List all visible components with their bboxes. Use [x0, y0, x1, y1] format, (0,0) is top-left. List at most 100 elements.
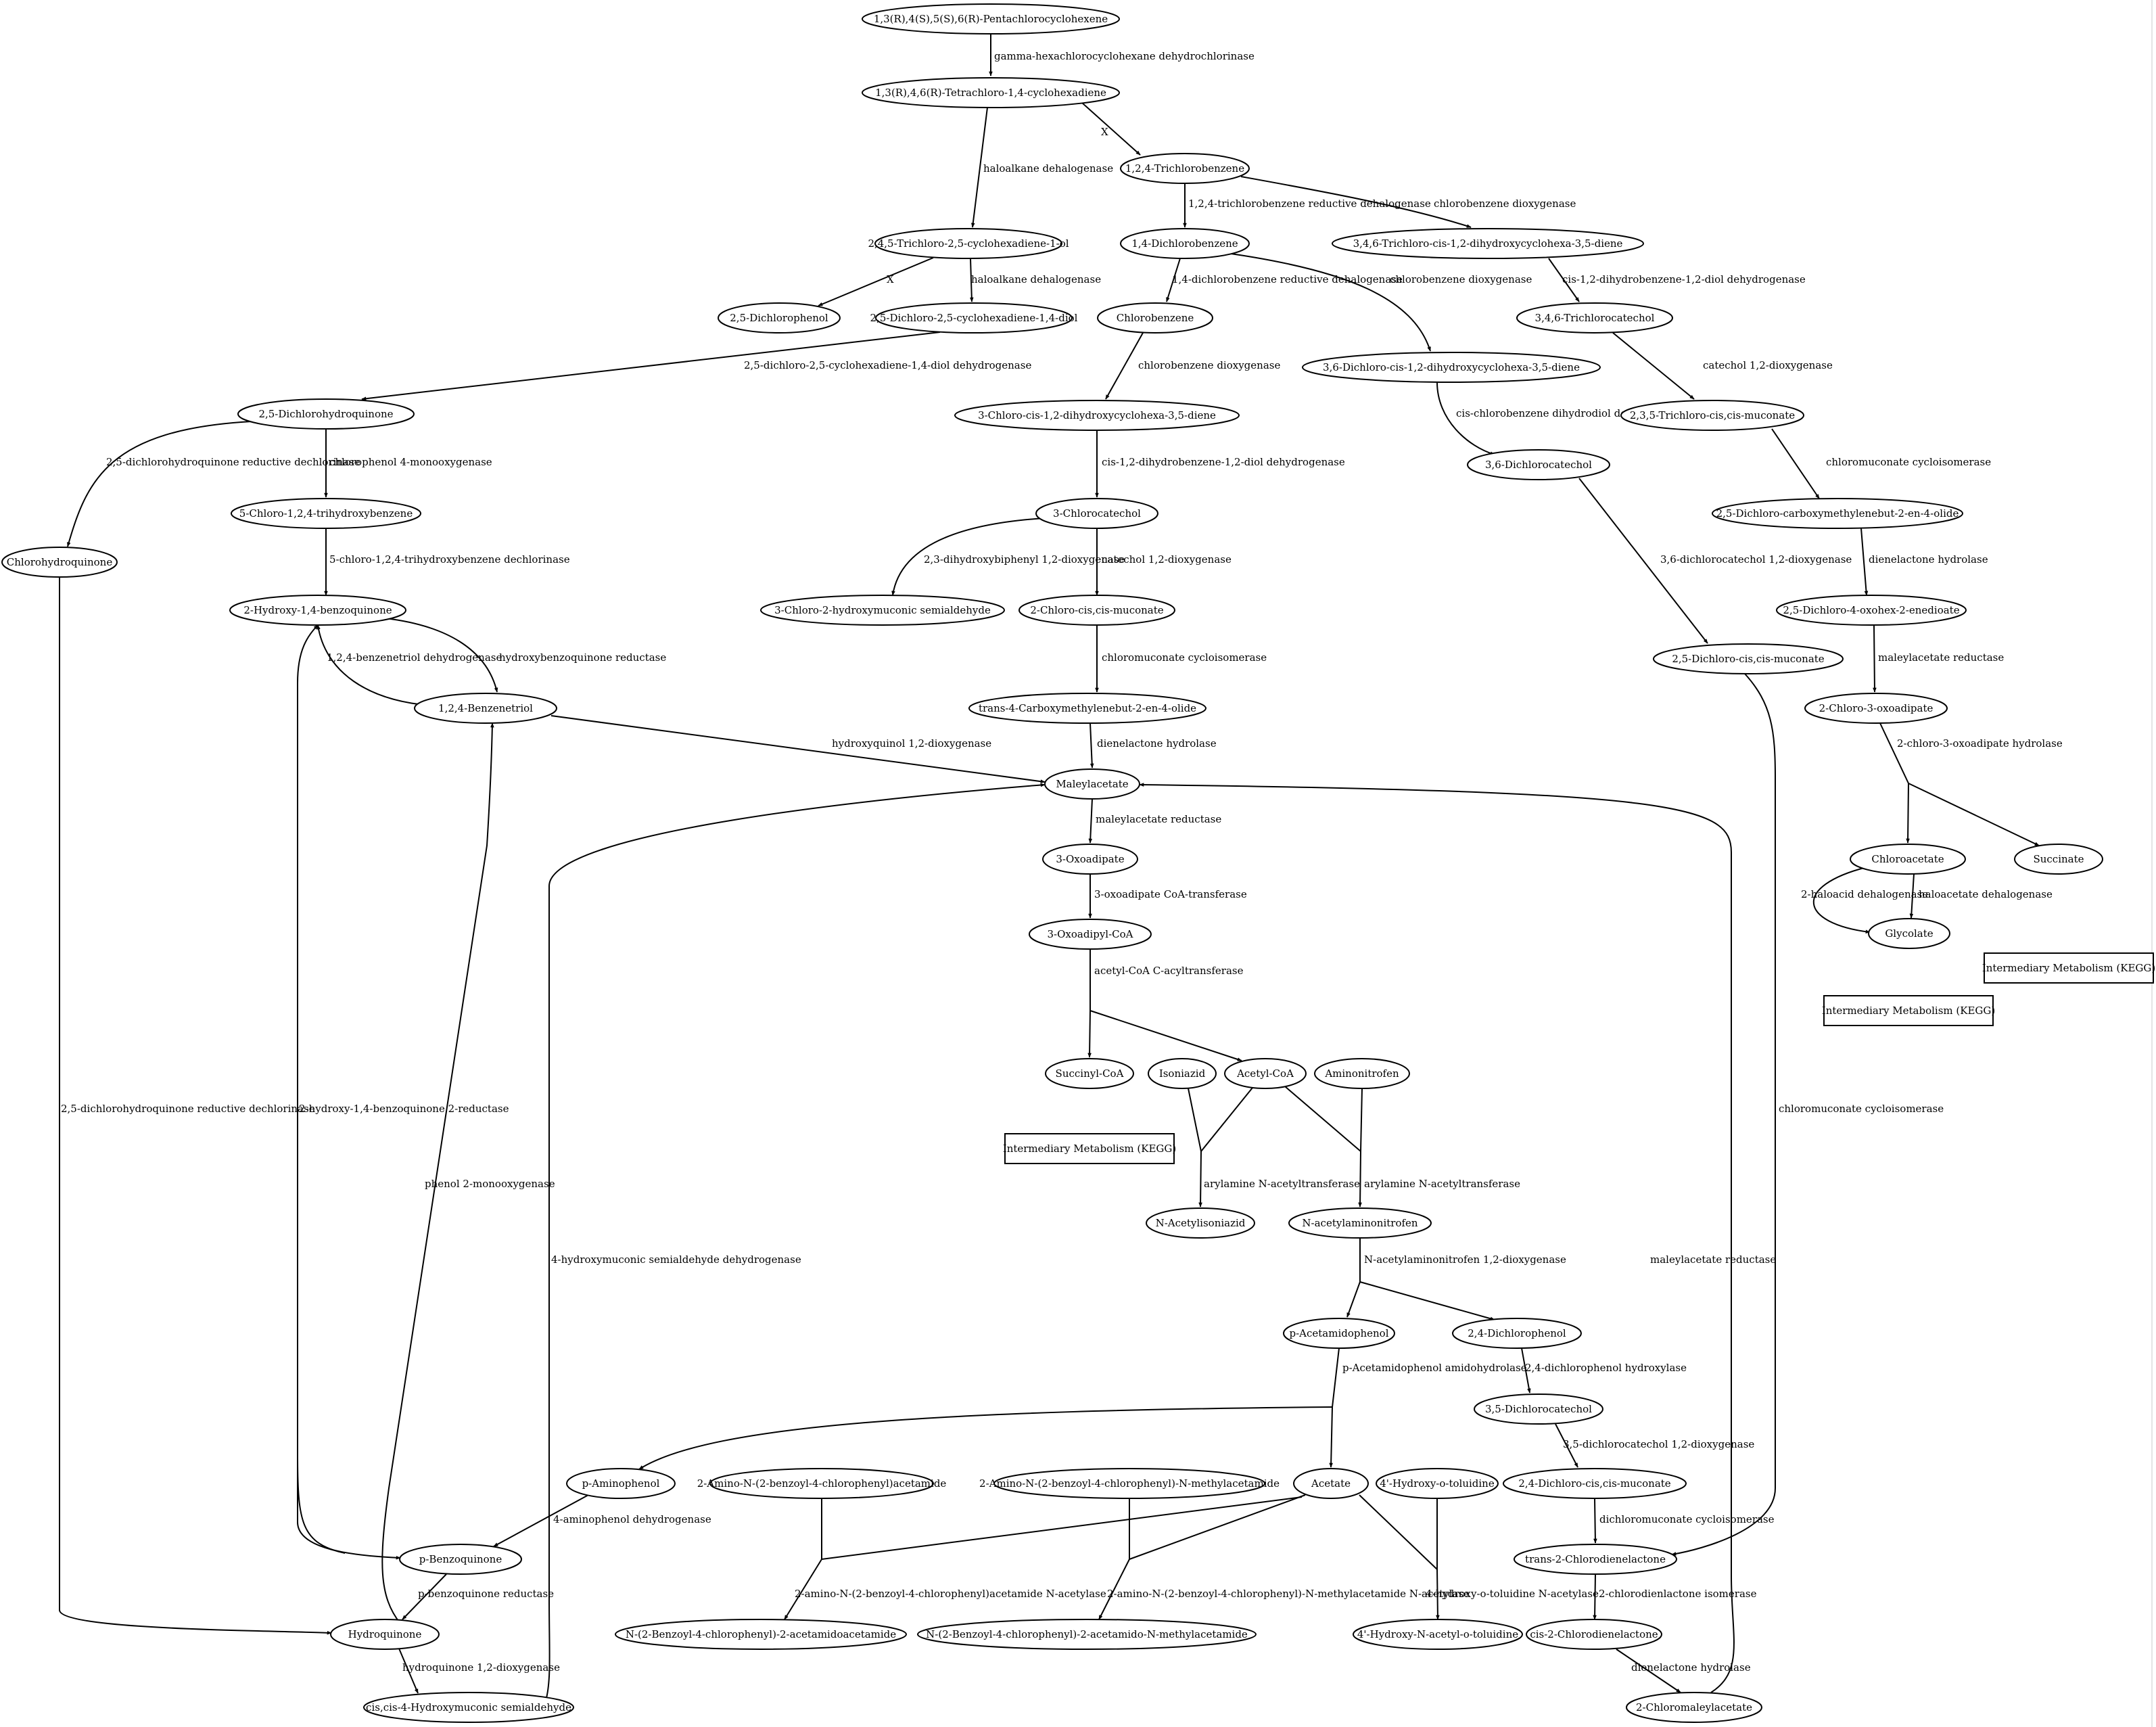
- compound-node[interactable]: Succinyl-CoA: [1045, 1058, 1134, 1089]
- compound-node[interactable]: 2,4-Dichlorophenol: [1452, 1318, 1582, 1349]
- node-ellipse: [1516, 302, 1673, 333]
- compound-node[interactable]: 1,3(R),4,6(R)-Tetrachloro-1,4-cyclohexad…: [862, 77, 1120, 108]
- compound-node[interactable]: 2,4-Dichloro-cis,cis-muconate: [1503, 1468, 1687, 1499]
- compound-node[interactable]: Aminonitrofen: [1314, 1058, 1410, 1089]
- edge-e27: [1873, 624, 1877, 693]
- compound-node[interactable]: Acetyl-CoA: [1224, 1058, 1307, 1089]
- node-ellipse: [862, 3, 1120, 34]
- edge-e44c: [1359, 1281, 1495, 1320]
- compound-node[interactable]: Acetate: [1293, 1468, 1369, 1499]
- compound-node[interactable]: 3-Oxoadipate: [1042, 844, 1138, 875]
- edge-label-e55: hydroquinone 1,2-dioxygenase: [402, 1661, 560, 1674]
- node-ellipse: [1293, 1468, 1369, 1499]
- compound-node[interactable]: 3,5-Dichlorocatechol: [1474, 1394, 1603, 1425]
- compound-node[interactable]: 2,5-Dichloro-cis,cis-muconate: [1653, 643, 1844, 674]
- compound-node[interactable]: 3-Oxoadipyl-CoA: [1029, 919, 1152, 950]
- edge-e53: [1359, 1494, 1438, 1570]
- compound-node[interactable]: 2-Amino-N-(2-benzoyl-4-chlorophenyl)-N-m…: [979, 1468, 1280, 1499]
- edge-e39b: [1200, 1087, 1253, 1152]
- edge-label-e13: catechol 1,2-dioxygenase: [1703, 359, 1833, 371]
- pathway-box-node[interactable]: Intermediary Metabolism (KEGG): [1822, 995, 1995, 1026]
- compound-node[interactable]: p-Acetamidophenol: [1283, 1318, 1395, 1349]
- compound-node[interactable]: 2,5-Dichlorophenol: [718, 302, 841, 333]
- compound-node[interactable]: 2,4,5-Trichloro-2,5-cyclohexadiene-1-ol: [868, 228, 1069, 259]
- node-label: 3,5-Dichlorocatechol: [1485, 1403, 1592, 1415]
- compound-node[interactable]: 3-Chloro-2-hydroxymuconic semialdehyde: [760, 595, 1005, 626]
- edge-e7: [970, 258, 974, 302]
- node-ellipse: [1288, 1207, 1432, 1239]
- node-ellipse: [1146, 1207, 1255, 1239]
- compound-node[interactable]: 2,5-Dichloro-4-oxohex-2-enedioate: [1776, 595, 1967, 626]
- node-ellipse: [1, 547, 118, 578]
- compound-node[interactable]: 1,2,4-Benzenetriol: [414, 693, 557, 724]
- compound-node[interactable]: 2-Chloro-cis,cis-muconate: [1018, 595, 1175, 626]
- compound-node[interactable]: 3-Chloro-cis-1,2-dihydroxycyclohexa-3,5-…: [954, 400, 1240, 431]
- compound-node[interactable]: 3,6-Dichloro-cis-1,2-dihydroxycyclohexa-…: [1302, 352, 1601, 383]
- pathway-box-node[interactable]: Intermediary Metabolism (KEGG): [1982, 952, 2155, 984]
- compound-node[interactable]: 2,5-Dichlorohydroquinone: [237, 398, 415, 430]
- compound-node[interactable]: Hydroquinone: [330, 1619, 440, 1650]
- compound-node[interactable]: 2,5-Dichloro-carboxymethylenebut-2-en-4-…: [1712, 498, 1963, 529]
- compound-node[interactable]: Chlorohydroquinone: [1, 547, 118, 578]
- node-ellipse: [1120, 153, 1250, 184]
- compound-node[interactable]: 2,5-Dichloro-2,5-cyclohexadiene-1,4-diol: [870, 302, 1078, 333]
- edge-e11: [361, 331, 941, 401]
- compound-node[interactable]: Chloroacetate: [1850, 844, 1966, 875]
- compound-node[interactable]: Chlorobenzene: [1097, 302, 1213, 333]
- compound-node[interactable]: 3,4,6-Trichlorocatechol: [1516, 302, 1673, 333]
- compound-node[interactable]: Isoniazid: [1148, 1058, 1217, 1089]
- compound-node[interactable]: 4'-Hydroxy-o-toluidine: [1376, 1468, 1499, 1499]
- compound-node[interactable]: 3,4,6-Trichloro-cis-1,2-dihydroxycyclohe…: [1332, 228, 1644, 259]
- compound-node[interactable]: 4'-Hydroxy-N-acetyl-o-toluidine: [1353, 1619, 1523, 1650]
- edge-label-e6: X: [887, 273, 894, 285]
- compound-node[interactable]: trans-4-Carboxymethylenebut-2-en-4-olide: [968, 693, 1206, 724]
- compound-node[interactable]: cis,cis-4-Hydroxymuconic semialdehyde: [363, 1692, 574, 1723]
- compound-node[interactable]: 2-Amino-N-(2-benzoyl-4-chlorophenyl)acet…: [697, 1468, 947, 1499]
- edge-e3: [970, 107, 988, 228]
- compound-node[interactable]: 5-Chloro-1,2,4-trihydroxybenzene: [231, 498, 421, 529]
- compound-node[interactable]: N-acetylaminonitrofen: [1288, 1207, 1432, 1239]
- compound-node[interactable]: cis-2-Chlorodienelactone: [1526, 1619, 1662, 1650]
- edge-label-e2: X: [1101, 126, 1108, 138]
- compound-node[interactable]: Succinate: [2014, 844, 2103, 875]
- edge-label-e19: 5-chloro-1,2,4-trihydroxybenzene dechlor…: [329, 553, 570, 566]
- compound-node[interactable]: 2,3,5-Trichloro-cis,cis-muconate: [1620, 400, 1804, 431]
- pathway-box-node[interactable]: Intermediary Metabolism (KEGG): [1003, 1133, 1176, 1164]
- node-label: 1,4-Dichlorobenzene: [1131, 237, 1238, 250]
- node-label: 2,3,5-Trichloro-cis,cis-muconate: [1630, 409, 1795, 421]
- node-ellipse: [566, 1468, 676, 1499]
- node-ellipse: [1514, 1544, 1677, 1575]
- compound-node[interactable]: N-(2-Benzoyl-4-chlorophenyl)-2-acetamido…: [917, 1619, 1257, 1650]
- node-label: Aminonitrofen: [1324, 1067, 1399, 1080]
- compound-node[interactable]: 1,2,4-Trichlorobenzene: [1120, 153, 1250, 184]
- edge-label-e34: haloacetate dehalogenase: [1919, 888, 2053, 900]
- node-label: p-Benzoquinone: [419, 1553, 502, 1565]
- compound-node[interactable]: N-Acetylisoniazid: [1146, 1207, 1255, 1239]
- edge-label-e30: 2-chloro-3-oxoadipate hydrolase: [1897, 737, 2063, 750]
- compound-node[interactable]: p-Aminophenol: [566, 1468, 676, 1499]
- node-label: 2,5-Dichlorohydroquinone: [258, 408, 393, 420]
- compound-node[interactable]: p-Benzoquinone: [399, 1544, 522, 1575]
- node-ellipse: [1042, 844, 1138, 875]
- node-ellipse: [363, 1692, 574, 1723]
- node-ellipse: [1804, 693, 1948, 724]
- node-label: 2,4,5-Trichloro-2,5-cyclohexadiene-1-ol: [868, 237, 1069, 250]
- node-ellipse: [1776, 595, 1967, 626]
- node-box: [1004, 1133, 1175, 1164]
- compound-node[interactable]: Maleylacetate: [1044, 768, 1140, 800]
- compound-node[interactable]: N-(2-Benzoyl-4-chlorophenyl)-2-acetamido…: [615, 1619, 907, 1650]
- edge-e53c: [1436, 1569, 1440, 1620]
- node-ellipse: [1850, 844, 1966, 875]
- compound-node[interactable]: Glycolate: [1868, 918, 1950, 949]
- compound-node[interactable]: 2-Hydroxy-1,4-benzoquinone: [229, 595, 406, 626]
- compound-node[interactable]: 3,6-Dichlorocatechol: [1467, 449, 1610, 480]
- compound-node[interactable]: 3-Chlorocatechol: [1035, 498, 1158, 529]
- compound-node[interactable]: trans-2-Chlorodienelactone: [1514, 1544, 1677, 1575]
- compound-node[interactable]: 1,4-Dichlorobenzene: [1120, 228, 1250, 259]
- edge-e46: [1521, 1348, 1531, 1394]
- node-ellipse: [917, 1619, 1257, 1650]
- node-ellipse: [2014, 844, 2103, 875]
- compound-node[interactable]: 1,3(R),4(S),5(S),6(R)-Pentachlorocyclohe…: [862, 3, 1120, 34]
- compound-node[interactable]: 2-Chloro-3-oxoadipate: [1804, 693, 1948, 724]
- compound-node[interactable]: 2-Chloromaleylacetate: [1626, 1692, 1762, 1723]
